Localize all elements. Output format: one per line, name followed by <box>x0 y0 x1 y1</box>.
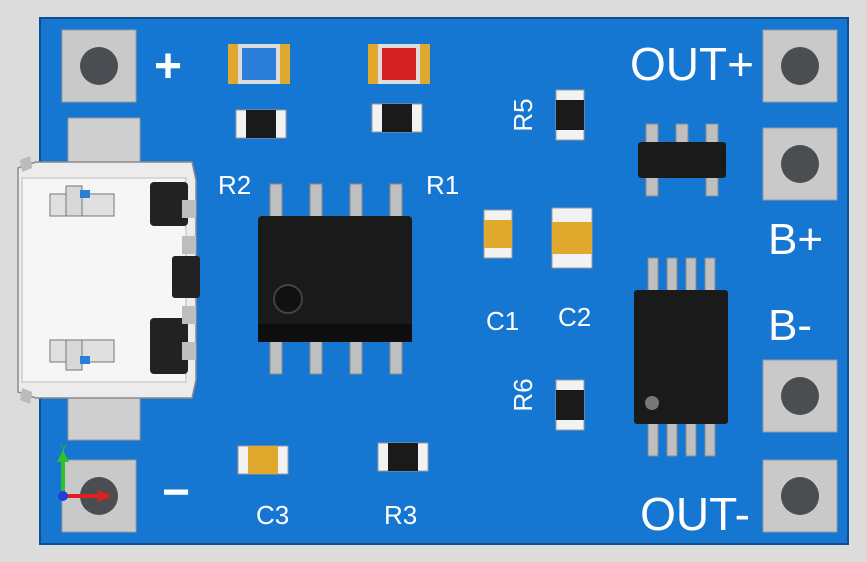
capacitor-c1 <box>483 209 513 259</box>
micro-usb-connector <box>17 156 200 404</box>
capacitor-c3 <box>237 445 289 475</box>
pad-plus <box>61 29 137 103</box>
label-r1: R1 <box>426 170 459 200</box>
protection-ic-sot23 <box>638 123 726 197</box>
pad-b-plus <box>762 127 838 201</box>
label-r2: R2 <box>218 170 251 200</box>
pad-b-minus <box>762 359 838 433</box>
resistor-r6 <box>555 379 585 431</box>
label-minus: − <box>162 466 190 519</box>
label-c3: C3 <box>256 500 289 530</box>
label-r3: R3 <box>384 500 417 530</box>
label-c1: C1 <box>486 306 519 336</box>
axis-label-x: X <box>104 491 112 503</box>
resistor-r1 <box>371 103 423 133</box>
label-plus: + <box>154 40 182 93</box>
label-r5: R5 <box>508 98 538 131</box>
usb-tab-top <box>67 117 141 167</box>
usb-tab-bottom <box>67 391 141 441</box>
pad-out-plus <box>762 29 838 103</box>
led-blue <box>228 44 290 84</box>
axis-triad: Y X <box>57 443 112 503</box>
resistor-r5 <box>555 89 585 141</box>
label-out-minus: OUT- <box>640 488 750 540</box>
axis-label-y: Y <box>60 443 68 455</box>
resistor-r3 <box>377 442 429 472</box>
label-b-minus: B- <box>768 301 812 350</box>
pad-out-minus <box>762 459 838 533</box>
charger-ic-sop8 <box>258 183 412 375</box>
label-out-plus: OUT+ <box>630 38 754 90</box>
label-b-plus: B+ <box>768 215 823 264</box>
capacitor-c2 <box>551 207 593 269</box>
mosfet-ic-msop8 <box>634 257 728 457</box>
led-red <box>368 44 430 84</box>
label-r6: R6 <box>508 378 538 411</box>
label-c2: C2 <box>558 302 591 332</box>
resistor-r2 <box>235 109 287 139</box>
axis-origin-icon <box>58 491 68 501</box>
